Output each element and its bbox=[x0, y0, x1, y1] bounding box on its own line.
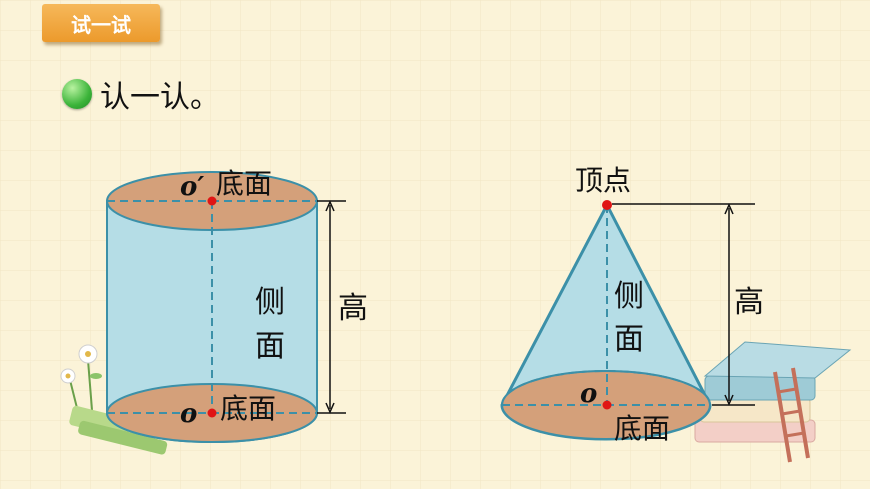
cylinder-lateral-label-top: 侧 bbox=[255, 285, 285, 320]
cylinder-height-label: 高 bbox=[338, 291, 368, 326]
cone-apex-label: 顶点 bbox=[575, 164, 631, 197]
cylinder-lateral-label-bottom: 面 bbox=[255, 329, 285, 364]
cylinder-height-arrow-top bbox=[325, 200, 335, 212]
cylinder-top-center-label: o′ bbox=[180, 172, 204, 202]
flower-decoration bbox=[60, 344, 168, 455]
cone-base-back-edge bbox=[501, 370, 711, 406]
cone-lateral-label-bottom: 面 bbox=[614, 322, 644, 357]
cylinder-bottom-base-label: 底面 bbox=[220, 392, 276, 425]
activity-heading-text: 认一认。 bbox=[100, 80, 220, 115]
cone-apex-point bbox=[602, 200, 612, 210]
activity-heading: 认一认。 bbox=[62, 74, 220, 115]
cylinder-height-arrow-bottom bbox=[325, 402, 335, 414]
cylinder-top-base-label: 底面 bbox=[216, 167, 272, 200]
cone-base-label: 底面 bbox=[614, 412, 670, 445]
section-badge: 试一试 bbox=[42, 4, 160, 42]
cone-center-point bbox=[602, 400, 612, 410]
green-bullet-icon bbox=[62, 79, 92, 109]
cone-center-label: o bbox=[580, 379, 597, 409]
cone-height-arrow-top bbox=[724, 203, 734, 215]
cone-figure: 顶点 侧 面 高 o 底面 bbox=[500, 164, 764, 445]
cylinder-figure: o′ 底面 侧 面 高 o 底面 bbox=[106, 167, 368, 443]
cone-height-label: 高 bbox=[734, 285, 764, 320]
cylinder-bottom-center-point bbox=[207, 408, 217, 418]
cone-lateral-label-top: 侧 bbox=[614, 279, 644, 314]
cone-height-arrow-bottom bbox=[724, 394, 734, 406]
section-badge-label: 试一试 bbox=[71, 12, 131, 37]
cylinder-bottom-center-label: o bbox=[180, 399, 197, 429]
cylinder-top-center-point bbox=[207, 196, 217, 206]
